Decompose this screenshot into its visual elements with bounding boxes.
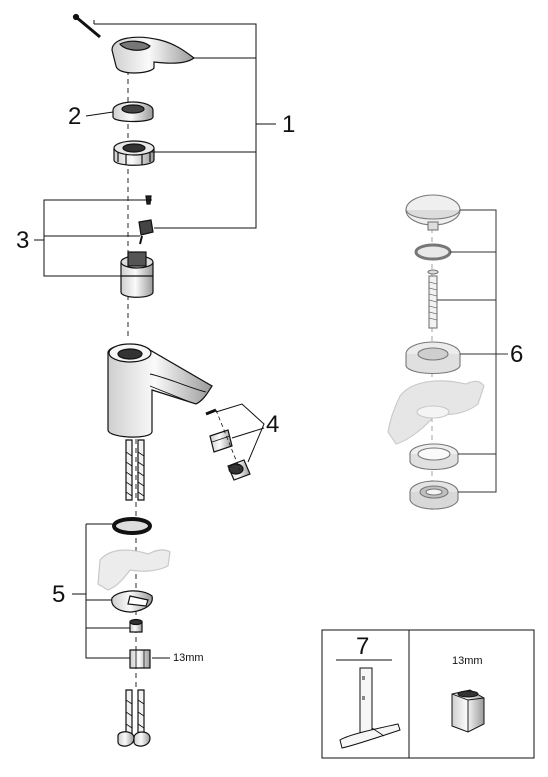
- mounting-seal-ring: [112, 517, 152, 535]
- aerator-washer: [205, 408, 217, 416]
- grub-screw: [72, 13, 101, 39]
- drain-body-nut: [409, 480, 459, 510]
- tools-box: [321, 629, 535, 759]
- callout-5: 5: [52, 581, 66, 608]
- callout-1-leaders: [93, 20, 276, 229]
- hose-connectors: [117, 689, 151, 747]
- drain-threaded-rod: [428, 275, 438, 329]
- drain-plug-cap: [405, 194, 461, 231]
- cartridge: [120, 251, 154, 298]
- callout-5-leaders: [72, 523, 130, 659]
- spout-body: [107, 343, 213, 438]
- cap-ring: [112, 101, 154, 123]
- callout-3: 3: [16, 227, 30, 254]
- drain-lock-ring: [409, 443, 459, 471]
- aerator-housing: [227, 459, 251, 481]
- flexible-hoses: [125, 439, 145, 501]
- callout-6: 6: [510, 341, 524, 368]
- callout-1: 1: [282, 111, 296, 138]
- threaded-nut: [113, 140, 155, 166]
- horseshoe-washer: [111, 590, 153, 613]
- tools-box-frame: [321, 629, 535, 759]
- cartridge-screw-large: [138, 219, 154, 245]
- socket-nut-icon: [451, 689, 485, 733]
- fixing-nut-13mm: [129, 649, 151, 669]
- tools-box-number: 7: [356, 633, 370, 660]
- aerator-insert: [209, 429, 233, 453]
- callout-4-leaders: [215, 403, 265, 463]
- drain-seal-ring: [414, 243, 452, 261]
- faucet-assembly: [34, 13, 276, 747]
- callout-6-leaders: [437, 209, 508, 493]
- callout-2: 2: [68, 103, 82, 130]
- callout-3-leaders: [34, 199, 152, 277]
- wrench-size-label: 13mm: [452, 655, 483, 667]
- t-wrench-icon: [339, 667, 401, 749]
- basin-ghost: [97, 549, 171, 591]
- nut-size-label: 13mm: [173, 652, 204, 664]
- callout-4: 4: [266, 411, 280, 438]
- drain-flange: [405, 341, 461, 374]
- fixing-nut-small: [129, 618, 143, 633]
- drain-small-washer: [427, 269, 439, 275]
- lever-handle: [111, 36, 196, 74]
- callout-2-leader: [85, 111, 114, 117]
- drain-assembly: [387, 194, 508, 510]
- drain-basin-ghost: [387, 380, 485, 445]
